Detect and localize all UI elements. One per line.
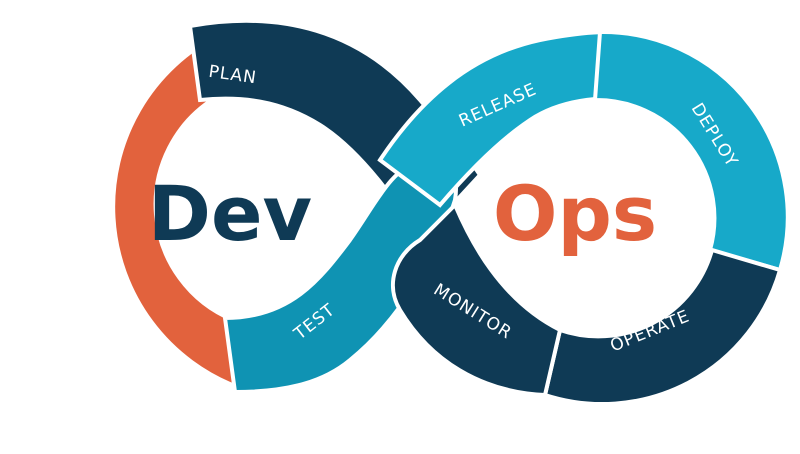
ops-word: Ops bbox=[493, 169, 657, 258]
stage-label-code: CODE bbox=[66, 120, 104, 177]
segment-deploy bbox=[592, 29, 790, 273]
segment-operate bbox=[542, 247, 783, 407]
segment-monitor bbox=[390, 201, 563, 398]
segment-divider bbox=[21, 245, 113, 255]
dev-word: Dev bbox=[148, 169, 312, 258]
